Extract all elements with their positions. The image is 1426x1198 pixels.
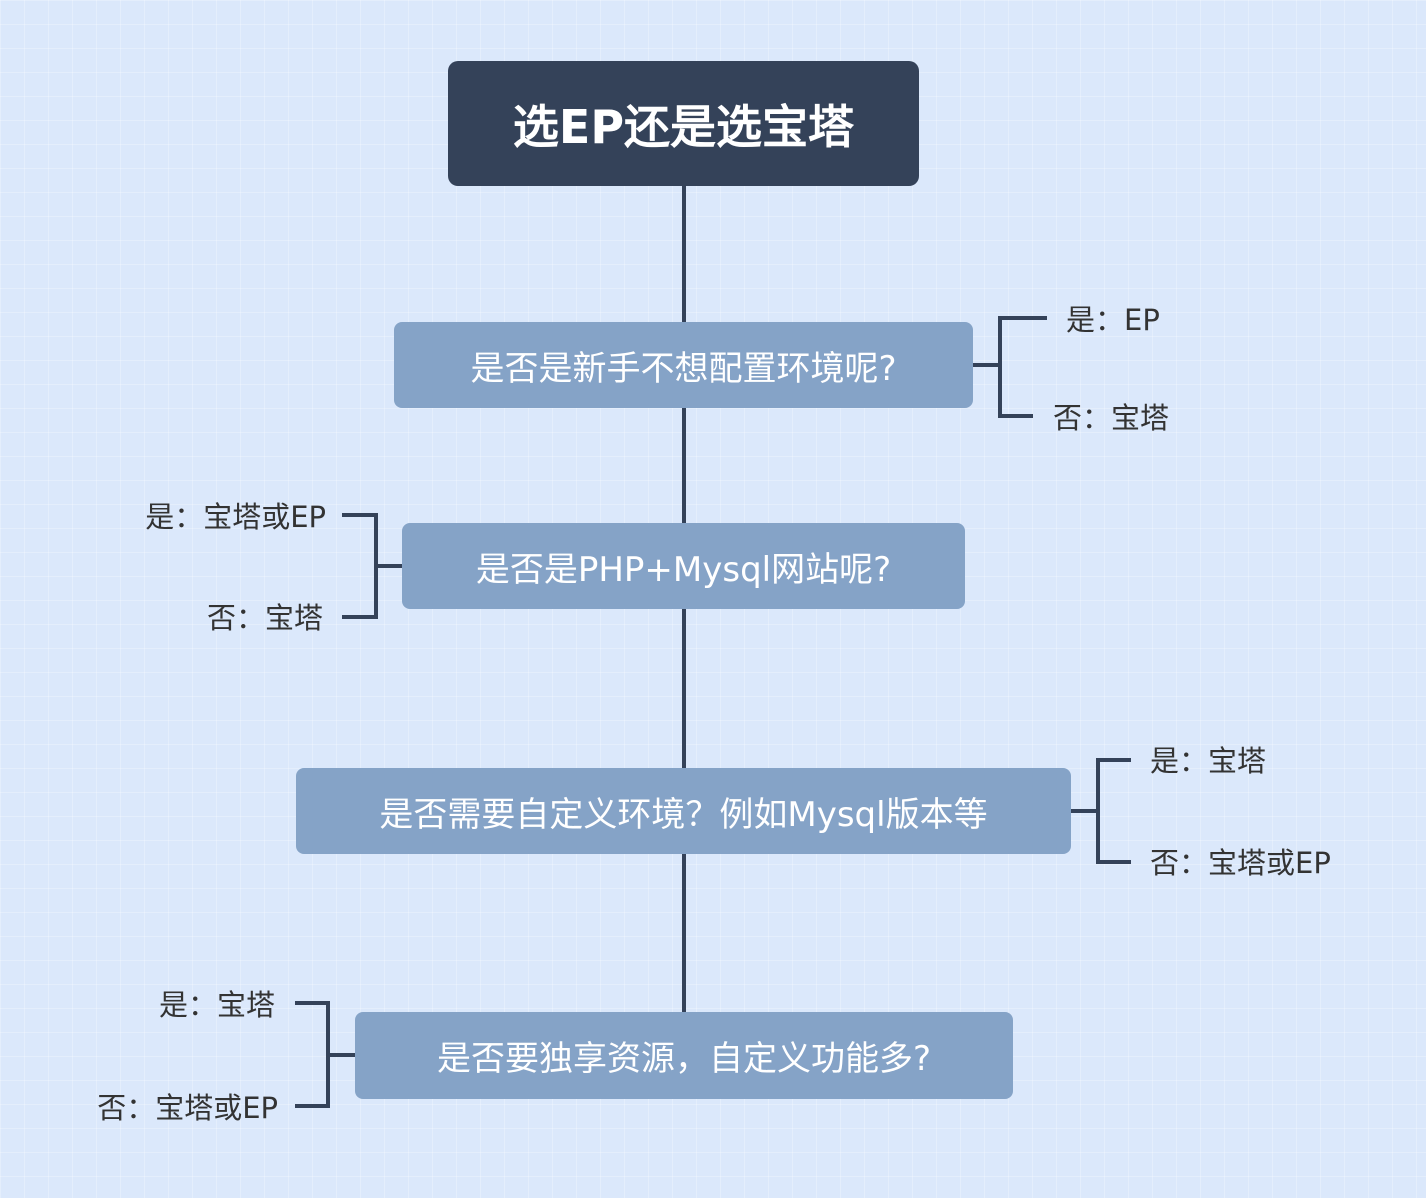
question-text: 是否需要自定义环境？例如Mysql版本等 bbox=[379, 794, 988, 835]
bracket-line bbox=[328, 1053, 355, 1057]
bracket-line bbox=[326, 1001, 330, 1108]
question-text: 是否是PHP+Mysql网站呢? bbox=[475, 549, 892, 590]
answer-no: 否：宝塔或EP bbox=[1150, 846, 1331, 880]
question-node-4: 是否要独享资源，自定义功能多? bbox=[355, 1012, 1013, 1099]
question-node-2: 是否是PHP+Mysql网站呢? bbox=[402, 523, 965, 609]
question-text: 是否是新手不想配置环境呢? bbox=[470, 348, 897, 389]
bracket-line bbox=[374, 513, 378, 619]
bracket-line bbox=[342, 513, 378, 517]
bracket-line bbox=[1096, 758, 1100, 864]
bracket-line bbox=[376, 564, 402, 568]
bracket-line bbox=[998, 414, 1033, 418]
bracket-line bbox=[342, 615, 378, 619]
answer-no: 否：宝塔 bbox=[1053, 401, 1170, 435]
answer-yes: 是：宝塔 bbox=[158, 988, 275, 1022]
question-text: 是否要独享资源，自定义功能多? bbox=[436, 1039, 932, 1079]
bracket-line bbox=[998, 316, 1002, 418]
answer-yes: 是：宝塔或EP bbox=[145, 500, 326, 534]
answer-yes: 是：EP bbox=[1066, 303, 1160, 337]
question-node-1: 是否是新手不想配置环境呢? bbox=[394, 322, 973, 408]
question-node-3: 是否需要自定义环境？例如Mysql版本等 bbox=[296, 768, 1071, 854]
bracket-line bbox=[295, 1001, 330, 1005]
root-title: 选EP还是选宝塔 bbox=[512, 99, 855, 154]
bracket-line bbox=[1096, 758, 1131, 762]
root-title-node: 选EP还是选宝塔 bbox=[448, 61, 919, 186]
bracket-line bbox=[998, 316, 1047, 320]
bracket-line bbox=[1096, 860, 1131, 864]
answer-no: 否：宝塔或EP bbox=[97, 1091, 278, 1125]
answer-yes: 是：宝塔 bbox=[1150, 744, 1267, 778]
answer-no: 否：宝塔 bbox=[206, 601, 323, 635]
bracket-line bbox=[973, 363, 1000, 367]
bracket-line bbox=[1071, 809, 1098, 813]
bracket-line bbox=[295, 1104, 330, 1108]
